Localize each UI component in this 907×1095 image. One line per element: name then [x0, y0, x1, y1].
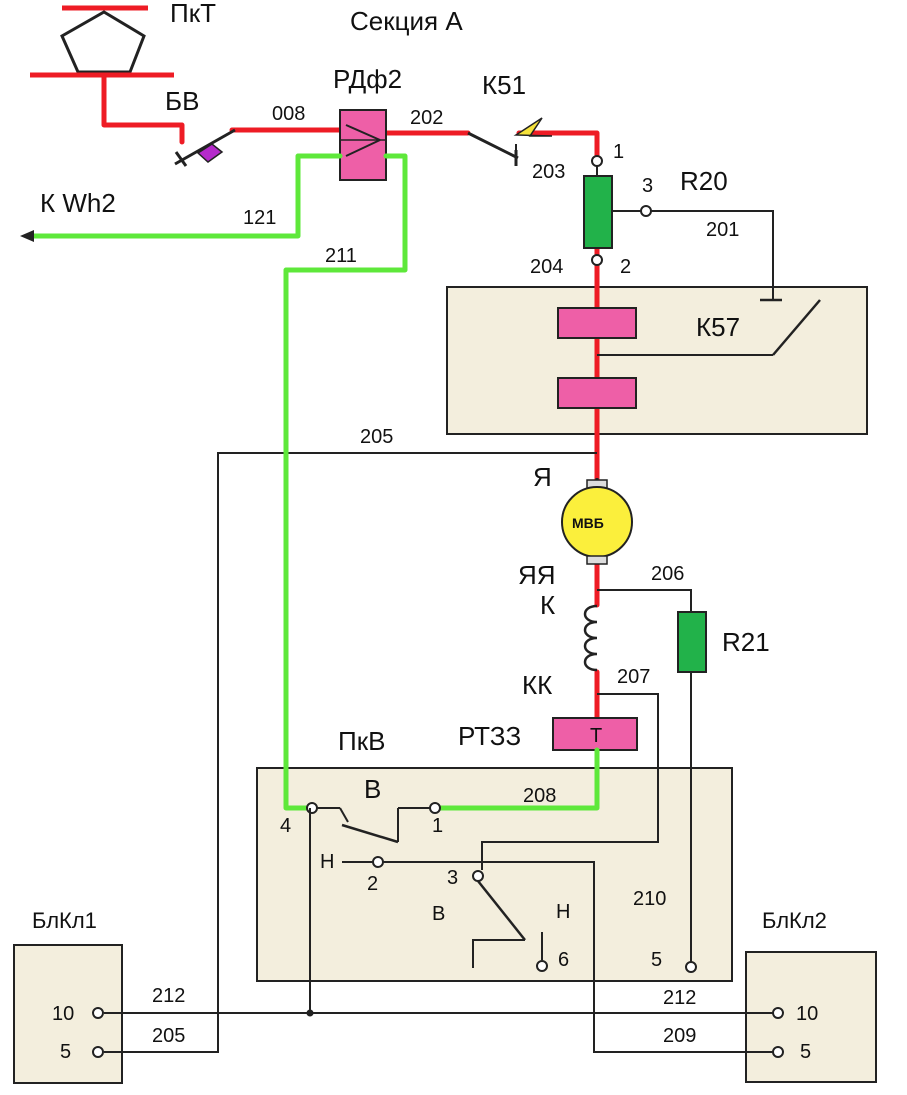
- wire-label-121: 121: [243, 207, 276, 229]
- main-switch-bv: [174, 128, 236, 167]
- label-rtz-coil: Т: [590, 725, 602, 747]
- label-rtz: РТЗЗ: [458, 721, 521, 751]
- motor-mvb: [561, 478, 633, 565]
- arrow-left-icon: [20, 230, 34, 242]
- wire-label-201: 201: [706, 219, 739, 241]
- terminal-pkv-6: 6: [558, 949, 569, 971]
- wire-label-211: 211: [325, 245, 357, 267]
- label-r21: R21: [722, 627, 770, 657]
- junction-dot: [306, 1009, 314, 1017]
- pkv-terminal-5: [685, 961, 697, 973]
- control-wire-group: [27, 153, 600, 811]
- label-block-left: БлКл1: [32, 908, 97, 933]
- label-pantograph: ПкТ: [170, 0, 216, 28]
- label-motor: МВБ: [572, 515, 604, 531]
- terminal-r20-2: 2: [620, 256, 631, 278]
- bl2-terminal-5: [772, 1046, 784, 1058]
- wire-label-008: 008: [272, 103, 305, 125]
- label-pkv: ПкВ: [338, 726, 385, 756]
- terminal-bl2-5: 5: [800, 1041, 811, 1063]
- resistor-r21: [677, 611, 707, 673]
- section-title: Секция А: [350, 6, 463, 36]
- wire-label-209: 209: [663, 1025, 696, 1047]
- pkv-block: [256, 767, 733, 982]
- wire-label-206: 206: [651, 563, 684, 585]
- block-right-box: [745, 951, 877, 1083]
- bl1-terminal-5: [92, 1046, 104, 1058]
- terminal-pkv-4: 4: [280, 815, 291, 837]
- wire-label-203: 203: [532, 161, 565, 183]
- contactor-k57: [557, 298, 821, 409]
- field-coil: [583, 604, 598, 672]
- wire-label-212-right: 212: [663, 987, 696, 1009]
- power-wire-group: [101, 72, 600, 721]
- label-k51: К51: [482, 70, 526, 100]
- wire-label-205: 205: [360, 426, 393, 448]
- terminal-r20-3: 3: [642, 175, 653, 197]
- switch-pos-top-v: В: [364, 774, 381, 804]
- wire-label-202: 202: [410, 107, 443, 129]
- bl2-terminal-10: [772, 1007, 784, 1019]
- label-r20: R20: [680, 166, 728, 196]
- relay-rtz: [552, 717, 638, 751]
- motor-terminal-field-end: КК: [522, 670, 552, 700]
- contactor-k51: [467, 117, 553, 166]
- wire-206: [597, 589, 692, 612]
- motor-terminal-field: К: [540, 590, 555, 620]
- motor-terminal-armature: Я: [533, 462, 552, 492]
- terminal-r20-1: 1: [613, 141, 624, 163]
- terminal-bl1-5: 5: [60, 1041, 71, 1063]
- relay-rdf2: [339, 109, 387, 181]
- wire-label-212-left: 212: [152, 985, 185, 1007]
- switch-pos-lower-v: В: [432, 903, 445, 925]
- label-relay-rdf2: РДф2: [333, 64, 402, 94]
- wire-207: [481, 693, 659, 870]
- wire-label-207: 207: [617, 666, 650, 688]
- wire-label-204: 204: [530, 256, 563, 278]
- label-k57: К57: [696, 312, 740, 342]
- terminal-pkv-2: 2: [367, 873, 378, 895]
- k57-block: [446, 286, 868, 435]
- wire-label-208: 208: [523, 785, 556, 807]
- bl1-terminal-10: [92, 1007, 104, 1019]
- label-main-switch: БВ: [165, 86, 199, 116]
- wire-205: [104, 452, 597, 1053]
- wire-label-210: 210: [633, 888, 666, 910]
- wire-label-205-left: 205: [152, 1025, 185, 1047]
- terminal-bl1-10: 10: [52, 1003, 74, 1025]
- switch-pos-left-n: Н: [320, 851, 334, 873]
- terminal-pkv-1: 1: [432, 815, 443, 837]
- terminal-bl2-10: 10: [796, 1003, 818, 1025]
- pantograph-icon: [30, 5, 174, 78]
- motor-terminal-armature-end: ЯЯ: [518, 560, 556, 590]
- terminal-pkv-5: 5: [651, 949, 662, 971]
- label-meter-ref: К Wh2: [40, 188, 116, 218]
- pkv-switch: [306, 802, 774, 1053]
- switch-pos-lower-n: Н: [556, 901, 570, 923]
- label-block-right: БлКл2: [762, 908, 827, 933]
- terminal-pkv-3: 3: [447, 867, 458, 889]
- resistor-r20: [583, 155, 774, 300]
